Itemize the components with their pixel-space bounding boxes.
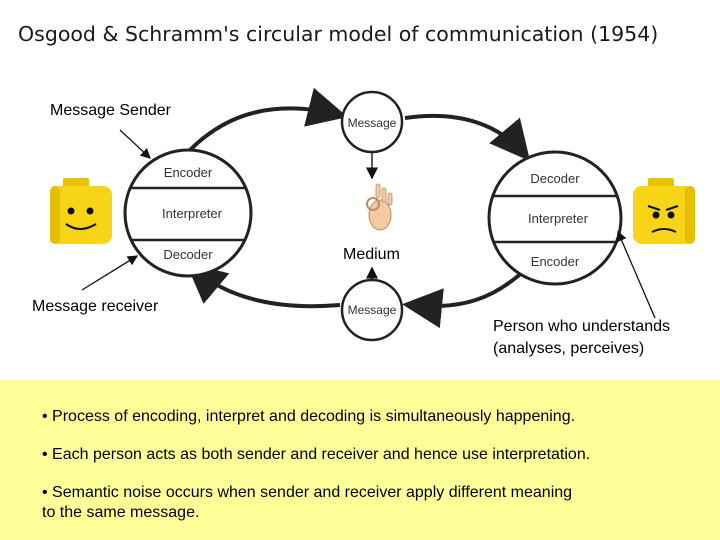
left-circle: Encoder Interpreter Decoder bbox=[123, 148, 253, 278]
lego-head-angry-icon bbox=[633, 178, 695, 244]
flow-arrow-top-left bbox=[188, 87, 348, 152]
flow-arrow-bottom-right bbox=[402, 263, 532, 329]
bullet-3-line1: • Semantic noise occurs when sender and … bbox=[42, 484, 573, 501]
bullet-3-line2: to the same message. bbox=[42, 504, 200, 521]
left-encoder-label: Encoder bbox=[164, 165, 213, 180]
person-understands-label-line2: (analyses, perceives) bbox=[493, 340, 645, 357]
right-interpreter-label: Interpreter bbox=[528, 211, 589, 226]
sender-pointer-arrow bbox=[119, 129, 151, 159]
bullet-box: • Process of encoding, interpret and dec… bbox=[0, 380, 720, 540]
slide-title: Osgood & Schramm's circular model of com… bbox=[18, 22, 659, 46]
right-encoder-label: Encoder bbox=[531, 254, 580, 269]
right-circle: Decoder Interpreter Encoder bbox=[487, 150, 623, 286]
flow-arrow-top-right bbox=[404, 113, 531, 162]
bullet-1: • Process of encoding, interpret and dec… bbox=[42, 408, 576, 425]
receiver-pointer-arrow bbox=[81, 255, 139, 291]
communication-diagram: Encoder Interpreter Decoder Decoder Inte… bbox=[50, 87, 695, 342]
message-bottom-label: Message bbox=[348, 303, 397, 317]
bullet-2: • Each person acts as both sender and re… bbox=[42, 446, 591, 463]
person-understands-label-line1: Person who understands bbox=[493, 318, 670, 335]
message-bottom-circle: Message bbox=[340, 278, 404, 342]
message-sender-label: Message Sender bbox=[50, 102, 171, 119]
understands-pointer-arrow bbox=[616, 230, 656, 319]
left-interpreter-label: Interpreter bbox=[162, 206, 223, 221]
left-decoder-label: Decoder bbox=[163, 247, 213, 262]
message-receiver-label: Message receiver bbox=[32, 298, 159, 315]
message-top-circle: Message bbox=[340, 90, 404, 154]
medium-label: Medium bbox=[343, 246, 400, 263]
lego-head-happy-icon bbox=[50, 178, 112, 244]
flow-arrow-bottom-left bbox=[185, 262, 341, 309]
hand-ok-icon bbox=[366, 183, 393, 231]
right-decoder-label: Decoder bbox=[530, 171, 580, 186]
message-top-label: Message bbox=[348, 116, 397, 130]
